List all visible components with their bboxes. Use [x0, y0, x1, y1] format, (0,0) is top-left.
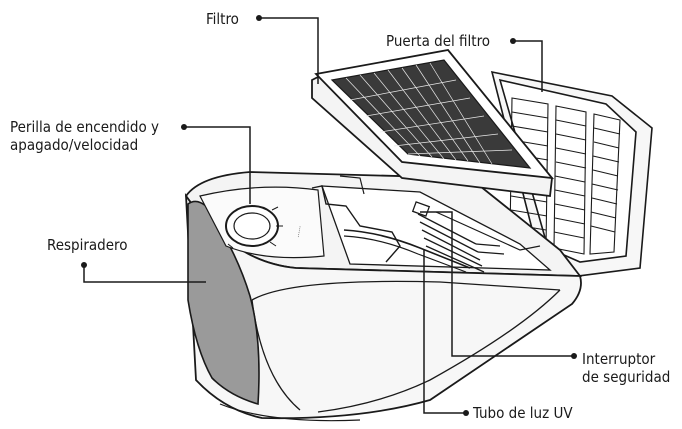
label-tubo-de-luz-uv: Tubo de luz UV [473, 404, 573, 422]
label-perilla-line2: apagado/velocidad [10, 136, 159, 154]
label-interruptor-line1: Interruptor [582, 350, 670, 368]
label-perilla: Perilla de encendido y apagado/velocidad [10, 118, 159, 154]
label-puerta-del-filtro: Puerta del filtro [386, 32, 490, 50]
leader-filtro [260, 18, 318, 84]
label-interruptor-line2: de seguridad [582, 368, 670, 386]
label-perilla-line1: Perilla de encendido y [10, 118, 159, 136]
label-respiradero: Respiradero [47, 236, 128, 254]
label-interruptor: Interruptor de seguridad [582, 350, 670, 386]
label-filtro: Filtro [206, 10, 239, 28]
